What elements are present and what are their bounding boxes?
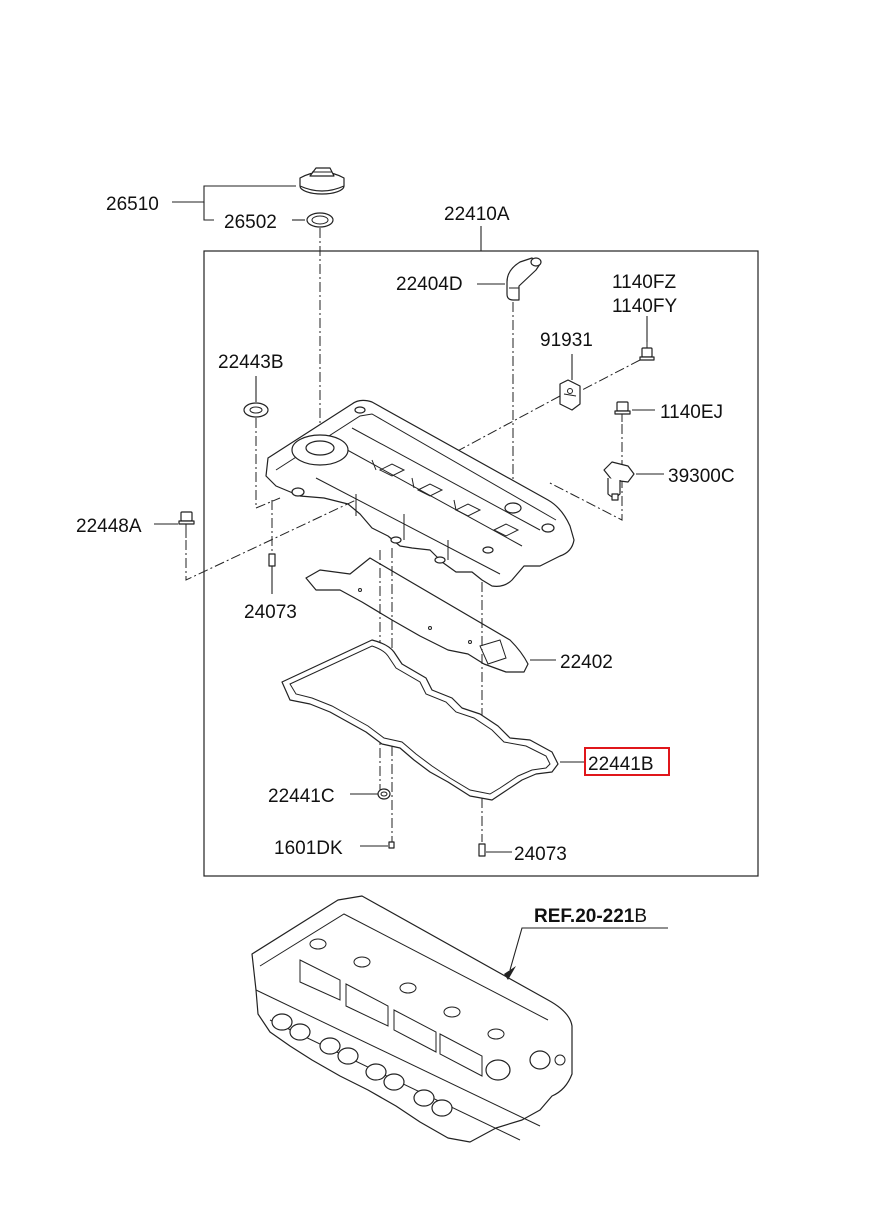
bracket-91931[interactable] [559,379,581,411]
label-24073-right: 24073 [514,844,567,865]
label-1140fz: 1140FZ [612,272,676,293]
label-22410a: 22410A [444,204,510,225]
dowel-pin-left[interactable] [268,553,276,567]
stud-1601dk[interactable] [388,841,395,849]
label-39300c: 39300C [668,466,735,487]
baffle-plate[interactable] [305,557,529,673]
cylinder-head[interactable] [251,895,573,1143]
dowel-pin-right[interactable] [478,843,486,857]
label-1140ej: 1140EJ [660,402,723,423]
label-22404d: 22404D [396,274,463,295]
gasket-highlight-box [584,747,670,776]
camshaft-position-sensor[interactable] [603,461,635,501]
rocker-cover-gasket[interactable] [281,639,559,801]
rocker-cover[interactable] [265,399,575,587]
label-24073-left: 24073 [244,602,297,623]
cap-gasket-ring[interactable] [306,212,334,228]
reference-label: REF.20-221B [534,906,647,927]
label-91931: 91931 [540,330,593,351]
seal-22443b[interactable] [243,402,269,418]
label-22402: 22402 [560,652,613,673]
label-26502: 26502 [224,212,277,233]
label-22443b: 22443B [218,352,284,373]
label-26510: 26510 [106,194,159,215]
bolt-1140fz[interactable] [639,342,655,361]
label-1601dk: 1601DK [274,838,343,859]
reference-prefix: REF. [534,906,575,927]
label-22441b[interactable]: 22441B [588,754,654,775]
label-22448a: 22448A [76,516,142,537]
reference-number: 20-221 [575,906,635,927]
label-22441c: 22441C [268,786,335,807]
oil-filler-cap[interactable] [299,167,345,195]
pcv-hose[interactable] [506,257,542,301]
label-1140fy: 1140FY [612,296,677,317]
bolt-1140ej[interactable] [614,401,631,422]
reference-suffix: B [634,906,647,927]
cover-bolt-22448a[interactable] [178,511,195,538]
plug-seal-22441c[interactable] [377,788,391,800]
